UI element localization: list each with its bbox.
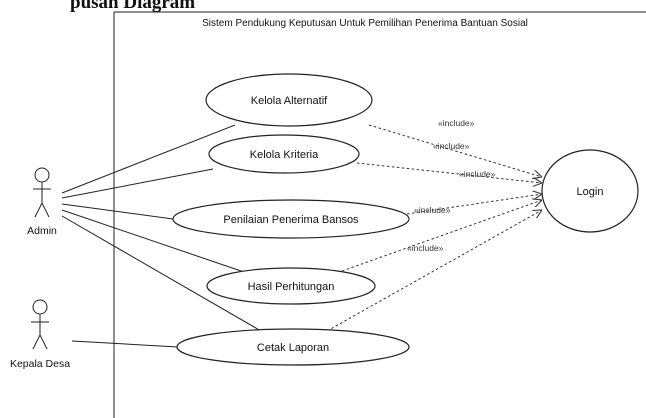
include-label: «include» [414, 205, 451, 215]
use-case-label: Login [577, 186, 604, 198]
actor-kepala-desa[interactable]: Kepala Desa [10, 299, 70, 370]
use-case-login[interactable]: Login [541, 149, 639, 233]
include-dependencies [326, 124, 542, 332]
include-label: «include» [433, 141, 470, 151]
use-case-kelola-kriteria[interactable]: Kelola Kriteria [208, 134, 360, 174]
admin-associations [61, 124, 269, 336]
include-label: «include» [438, 118, 475, 128]
actor-admin[interactable]: Admin [27, 167, 57, 237]
use-case-hasil-perhitungan[interactable]: Hasil Perhitungan [206, 267, 376, 305]
use-case-label: Cetak Laporan [257, 342, 329, 354]
system-boundary: Sistem Pendukung Keputusan Untuk Pemilih… [113, 11, 646, 418]
actor-label: Admin [27, 225, 57, 237]
stick-figure-icon [31, 299, 49, 350]
use-case-label: Penilaian Penerima Bansos [223, 214, 359, 226]
actor-label: Kepala Desa [10, 358, 70, 370]
kepala-desa-association [71, 340, 179, 348]
use-case-label: Kelola Alternatif [251, 95, 328, 107]
stick-figure-icon [33, 167, 51, 218]
system-title: Sistem Pendukung Keputusan Untuk Pemilih… [202, 18, 528, 29]
include-label: «include» [407, 243, 444, 253]
include-label: «include» [459, 169, 496, 179]
use-case-cetak-laporan[interactable]: Cetak Laporan [176, 328, 410, 366]
use-case-penilaian[interactable]: Penilaian Penerima Bansos [172, 199, 410, 239]
use-case-label: Kelola Kriteria [250, 149, 319, 161]
cropped-heading: pusan Diagram [70, 0, 195, 13]
use-case-kelola-alternatif[interactable]: Kelola Alternatif [205, 73, 373, 127]
use-case-label: Hasil Perhitungan [248, 281, 335, 293]
